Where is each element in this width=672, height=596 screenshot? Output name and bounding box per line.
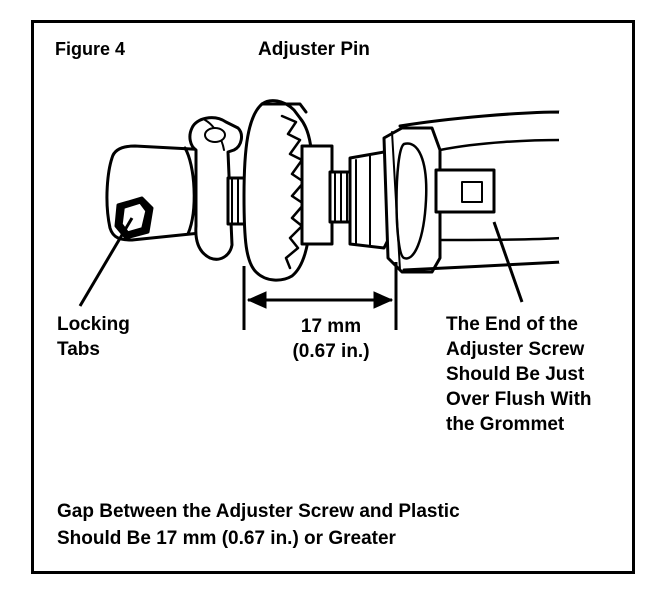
dimension-arrow-right — [373, 291, 394, 309]
wheel-hub — [300, 144, 334, 246]
locking-tabs-leader — [78, 217, 134, 307]
gap-note: Gap Between the Adjuster Screw and Plast… — [57, 501, 460, 549]
screw-end-leader — [492, 221, 524, 303]
figure-title: Adjuster Pin — [258, 39, 370, 60]
figure-label: Figure 4 — [55, 39, 126, 59]
screw-end-label: The End of the Adjuster Screw Should Be … — [446, 314, 592, 435]
star-wheel-teeth — [280, 114, 306, 270]
dimension-label: 17 mm (0.67 in.) — [292, 316, 370, 362]
locking-tabs-label: Locking Tabs — [57, 314, 130, 360]
dimension-arrow-left — [246, 291, 267, 309]
figure-border — [31, 20, 635, 574]
body-ridge — [183, 146, 196, 236]
